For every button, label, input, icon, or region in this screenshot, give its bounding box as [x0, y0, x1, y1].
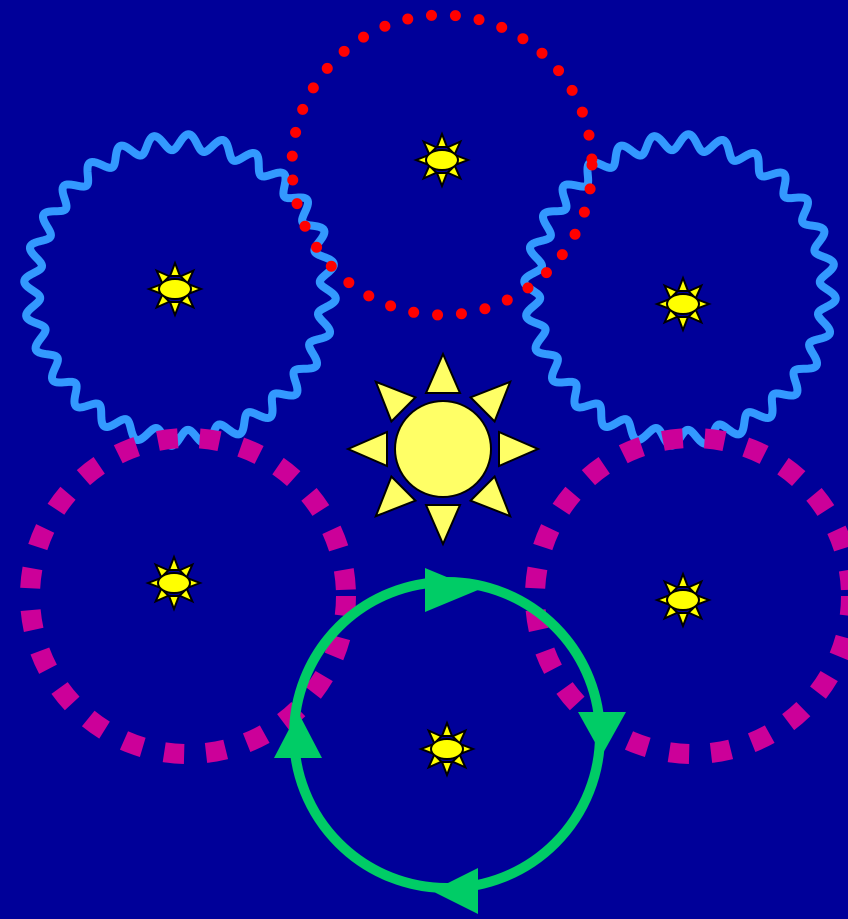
small-sun-icon	[416, 134, 468, 186]
sun-body	[159, 279, 191, 299]
sun-body	[431, 739, 463, 759]
sun-icon	[348, 354, 538, 544]
small-sun-icon	[657, 574, 709, 626]
sun-body	[667, 294, 699, 314]
small-sun-icon	[148, 557, 200, 609]
small-sun-icon	[657, 278, 709, 330]
sun-body	[426, 150, 458, 170]
sun-body	[158, 573, 190, 593]
small-sun-icon	[149, 263, 201, 315]
small-sun-icon	[421, 723, 473, 775]
sun-body	[395, 401, 491, 497]
sun-body	[667, 590, 699, 610]
